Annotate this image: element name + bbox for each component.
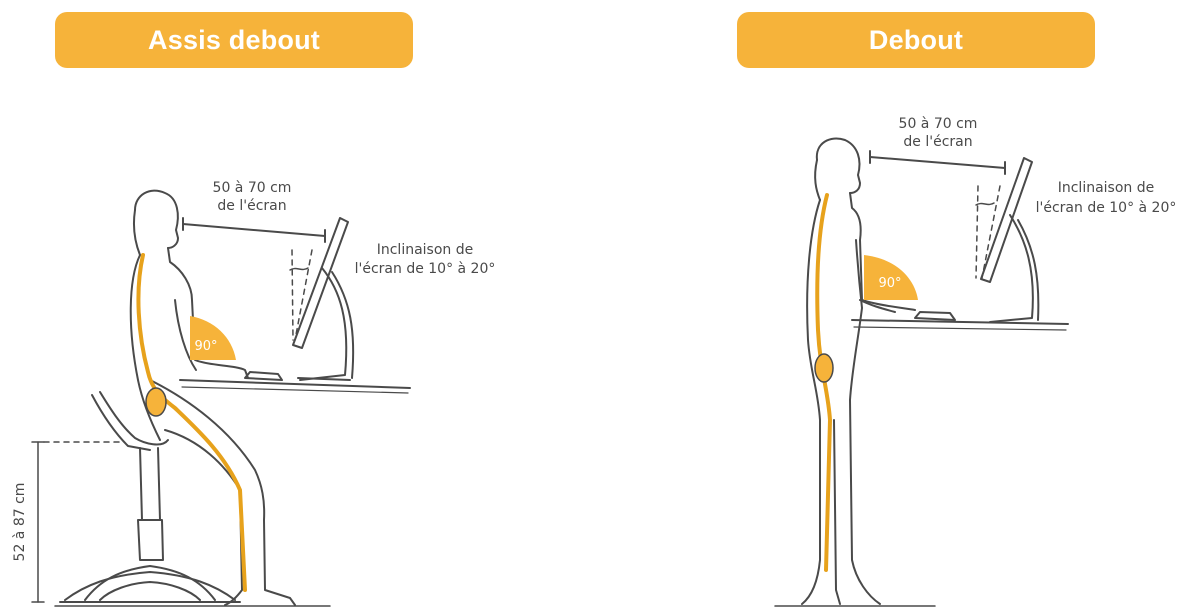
right-keyboard bbox=[915, 312, 955, 320]
left-distance-label-1: 50 à 70 cm bbox=[213, 180, 292, 196]
right-distance-line bbox=[870, 151, 1005, 174]
right-tilt-label-2: l'écran de 10° à 20° bbox=[1036, 200, 1177, 216]
left-distance-label-2: de l'écran bbox=[217, 198, 286, 214]
left-pelvis-marker bbox=[146, 388, 166, 416]
right-tilt-arc bbox=[976, 203, 994, 205]
right-distance-label-2: de l'écran bbox=[903, 134, 972, 150]
left-desk bbox=[180, 380, 410, 393]
right-tilt-label-1: Inclinaison de bbox=[1058, 180, 1155, 196]
left-seat-height-dimension bbox=[32, 442, 120, 602]
left-stool bbox=[60, 392, 240, 602]
left-keyboard bbox=[245, 372, 282, 380]
left-tilt-label-2: l'écran de 10° à 20° bbox=[355, 261, 496, 277]
left-tilt-label-1: Inclinaison de bbox=[377, 242, 474, 258]
left-distance-line bbox=[183, 218, 325, 242]
left-angle-label: 90° bbox=[194, 339, 217, 354]
right-distance-label-1: 50 à 70 cm bbox=[899, 116, 978, 132]
right-pelvis-marker bbox=[815, 354, 833, 382]
right-desk bbox=[852, 320, 1068, 330]
left-seat-height-label: 52 à 87 cm bbox=[12, 483, 28, 562]
right-angle-label: 90° bbox=[878, 276, 901, 291]
